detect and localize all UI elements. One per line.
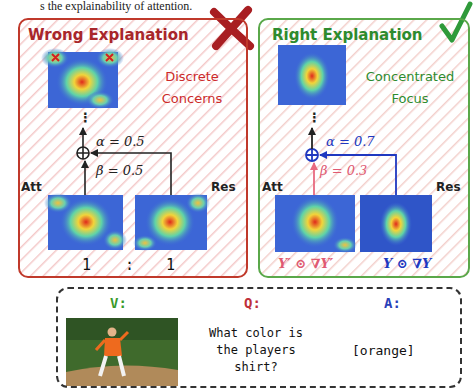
text-holder: Att — [21, 180, 42, 194]
text-holder: 1 — [82, 256, 91, 274]
text-holder: Discrete Concerns — [152, 66, 232, 110]
text-holder: Y′ ⊙ ∇Y′ — [278, 256, 333, 271]
text-holder: β = 0.3 — [320, 163, 367, 178]
text-holder: V: — [110, 295, 127, 311]
heatmap — [133, 193, 210, 251]
label-text: V: — [110, 295, 127, 311]
label-text: Right Explanation — [272, 26, 423, 44]
label-text: α = 0.7 — [326, 134, 375, 149]
text-holder: : — [125, 256, 134, 274]
text-holder: Right Explanation — [272, 26, 423, 44]
text-holder: s the explainability of attention. — [40, 0, 192, 14]
text-holder: Q: — [244, 295, 261, 311]
text-holder: ⋮ — [79, 110, 92, 125]
text-holder: Att — [262, 180, 283, 194]
text-holder: Res — [436, 180, 461, 194]
label-text: Att — [262, 180, 283, 194]
label-text: What color is the players shirt? — [204, 325, 308, 376]
label-text: : — [125, 256, 134, 274]
heatmap — [278, 45, 346, 105]
text-holder: What color is the players shirt? — [204, 325, 308, 376]
label-text: Y ⊙ ∇Y — [383, 256, 431, 271]
label-text: Wrong Explanation — [28, 26, 189, 44]
panel-ground — [259, 19, 469, 277]
label-text: β = 0.3 — [320, 163, 367, 178]
label-text: Q: — [244, 295, 261, 311]
text-holder: ⋮ — [308, 110, 321, 125]
label-text: 1 — [166, 256, 175, 274]
label-text: Res — [211, 180, 236, 194]
check-mark — [442, 4, 470, 40]
label-text: Att — [21, 180, 42, 194]
text-holder: [orange] — [352, 343, 415, 358]
text-holder: Concentrated Focus — [358, 66, 462, 110]
label-text: A: — [384, 295, 401, 311]
fusion-arrows — [77, 128, 171, 195]
text-holder: 1 — [166, 256, 175, 274]
panel-box: V: Q: A: What color is the players shirt? [o… — [56, 287, 462, 388]
label-text: ⋮ — [308, 110, 321, 125]
cross-mark — [214, 10, 250, 46]
text-holder: A: — [384, 295, 401, 311]
heatmap — [44, 193, 127, 250]
label-text: s the explainability of attention. — [40, 0, 192, 14]
text-holder: Y ⊙ ∇Y — [383, 256, 431, 271]
panel-ground — [19, 19, 247, 277]
text-holder: β = 0.5 — [96, 163, 143, 178]
label-text: β = 0.5 — [96, 163, 143, 178]
label-text: α = 0.5 — [96, 134, 145, 149]
text-holder: α = 0.7 — [326, 134, 375, 149]
heatmap — [275, 195, 357, 253]
label-text: Y′ ⊙ ∇Y′ — [278, 256, 333, 271]
text-holder: Res — [211, 180, 236, 194]
label-text: Concentrated Focus — [358, 66, 462, 110]
label-text: Discrete Concerns — [152, 66, 232, 110]
fusion-arrows — [306, 128, 396, 195]
label-text: 1 — [82, 256, 91, 274]
photo — [66, 318, 178, 386]
label-text: ⋮ — [79, 110, 92, 125]
text-holder: Wrong Explanation — [28, 26, 189, 44]
text-holder: α = 0.5 — [96, 134, 145, 149]
heatmap — [41, 48, 124, 109]
heatmap — [360, 195, 432, 252]
label-text: Res — [436, 180, 461, 194]
label-text: [orange] — [352, 343, 415, 358]
